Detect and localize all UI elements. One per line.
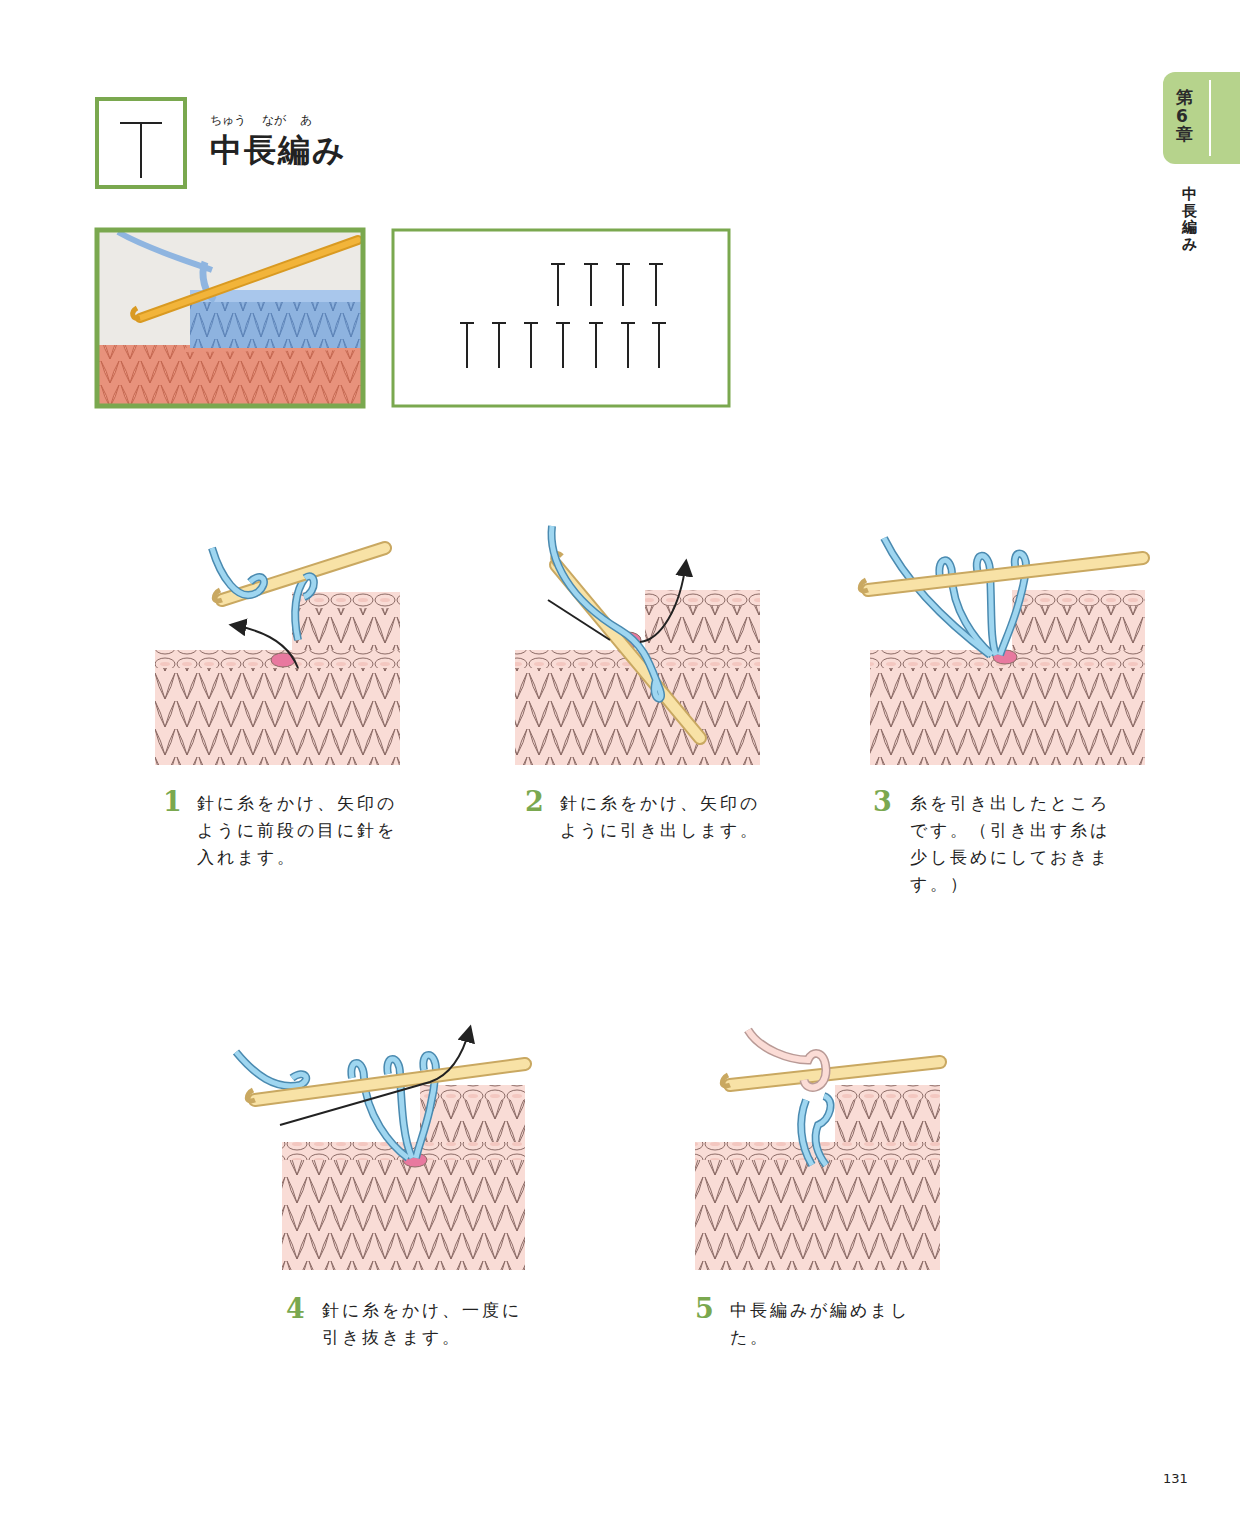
step-number: 1 xyxy=(163,786,182,818)
furigana: あ xyxy=(300,113,312,127)
photo xyxy=(97,230,363,406)
page-title: 中長編み xyxy=(210,131,347,169)
furigana: ちゅう xyxy=(210,113,246,127)
step-text: 糸を引き出したところです。（引き出す糸は少し長めにしておきます。） xyxy=(910,790,1112,898)
step-text: 中長編みが編めました。 xyxy=(730,1297,932,1351)
step-number: 4 xyxy=(286,1293,305,1325)
chapter-tab: 第6章 xyxy=(1163,72,1240,164)
step-illustration xyxy=(236,1028,525,1270)
tab-text: 第6章 xyxy=(1176,88,1193,144)
side-index: 中長編み xyxy=(1182,186,1197,252)
page-number: 131 xyxy=(1163,1471,1188,1487)
step-illustration xyxy=(695,1030,940,1270)
step-text: 針に糸をかけ、矢印のように引き出します。 xyxy=(560,790,762,844)
step-illustration xyxy=(155,548,400,765)
tab-divider xyxy=(1209,80,1211,156)
symbol-box xyxy=(97,99,185,187)
step-number: 3 xyxy=(873,786,892,818)
stitch-chart xyxy=(393,230,729,406)
step-text: 針に糸をかけ、一度に引き抜きます。 xyxy=(322,1297,524,1351)
furigana: なが xyxy=(262,113,286,127)
step-illustration xyxy=(515,526,760,765)
step-illustration xyxy=(860,538,1145,765)
step-text: 針に糸をかけ、矢印のように前段の目に針を入れます。 xyxy=(197,790,399,871)
step-number: 2 xyxy=(525,786,544,818)
step-number: 5 xyxy=(695,1293,714,1325)
